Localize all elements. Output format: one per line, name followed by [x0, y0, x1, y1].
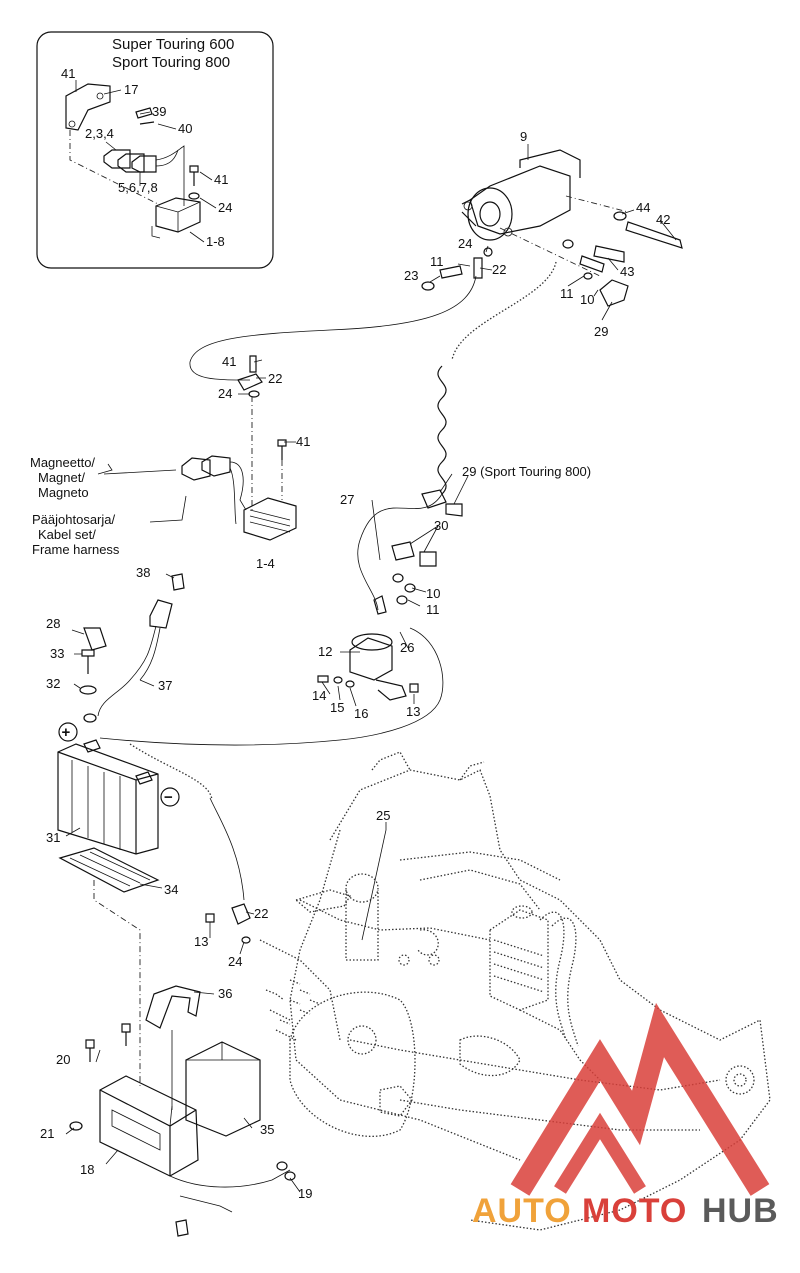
callout: 13 [406, 704, 420, 719]
callout: 41 [296, 434, 310, 449]
callout: 29 [594, 324, 608, 339]
starter-hardware [421, 211, 683, 307]
callout: 28 [46, 616, 60, 631]
inset-title-line2: Sport Touring 800 [112, 54, 230, 71]
battery-cover [185, 1041, 261, 1137]
callout: 16 [354, 706, 368, 721]
voltage-regulator [181, 396, 297, 541]
callout: 38 [136, 565, 150, 580]
callout: 36 [218, 986, 232, 1001]
negative-sign: − [164, 789, 173, 806]
inset-callout: 41 [61, 66, 75, 81]
inset-callout: 1-8 [206, 234, 225, 249]
watermark-logo: AUTO MOTO HUB [472, 1002, 779, 1230]
callout: 32 [46, 676, 60, 691]
watermark-hub: HUB [702, 1192, 779, 1230]
callout: 18 [80, 1162, 94, 1177]
inset-panel: Super Touring 600 Sport Touring 800 41 1… [36, 31, 274, 269]
callout: 23 [404, 268, 418, 283]
callout: 26 [400, 640, 414, 655]
battery [57, 739, 159, 855]
callout: 34 [164, 882, 178, 897]
callout: 15 [330, 700, 344, 715]
callout: 13 [194, 934, 208, 949]
callout: 31 [46, 830, 60, 845]
callout: 12 [318, 644, 332, 659]
note-harness-line2: Kabel set/ [38, 527, 96, 542]
positive-sign: + [62, 724, 71, 741]
callout: 11 [560, 286, 574, 301]
inset-callout: 5,6,7,8 [118, 180, 158, 195]
callouts: 9 44 42 43 24 11 22 23 11 10 29 41 22 24… [40, 129, 670, 1201]
inset-callout: 39 [152, 104, 166, 119]
callout: 1-4 [256, 556, 275, 571]
note-magneto-line1: Magneetto/ [30, 455, 95, 470]
watermark-auto: AUTO [472, 1192, 572, 1230]
leader-lines [65, 144, 677, 1193]
callout: 20 [56, 1052, 70, 1067]
fuse-holder [97, 573, 185, 717]
callout: 35 [260, 1122, 274, 1137]
callout: 10 [426, 586, 440, 601]
negative-terminal-icon [160, 787, 180, 807]
callout: 37 [158, 678, 172, 693]
callout: 11 [430, 254, 444, 269]
fastener-19 [175, 1161, 296, 1237]
callout: 27 [340, 492, 354, 507]
battery-strap [145, 985, 201, 1029]
chassis [259, 751, 771, 1231]
terminal-signs: + − [58, 722, 180, 807]
battery-terminal-parts [79, 627, 107, 723]
positive-terminal-icon [58, 722, 78, 742]
starter-solenoid [317, 595, 419, 701]
battery-tray [69, 880, 291, 1213]
callout: 29 (Sport Touring 800) [462, 464, 591, 479]
ground-lug [237, 355, 263, 398]
ground-cable-end [205, 903, 251, 944]
notes: Magneetto/ Magnet/ Magneto Pääjohtosarja… [30, 455, 120, 557]
inset-callout: 17 [124, 82, 138, 97]
callout: 41 [222, 354, 236, 369]
callout: 25 [376, 808, 390, 823]
callout: 10 [580, 292, 594, 307]
callout: 21 [40, 1126, 54, 1141]
note-harness-line3: Frame harness [32, 542, 120, 557]
inset-callout: 40 [178, 121, 192, 136]
inset-callout: 2,3,4 [85, 126, 114, 141]
note-harness-line1: Pääjohtosarja/ [32, 512, 115, 527]
note-magneto-line3: Magneto [38, 485, 89, 500]
callout: 22 [492, 262, 506, 277]
callout: 43 [620, 264, 634, 279]
callout: 22 [268, 371, 282, 386]
callout: 24 [458, 236, 472, 251]
battery-pad [58, 847, 160, 893]
inset-callout: 41 [214, 172, 228, 187]
callout: 44 [636, 200, 650, 215]
callout: 33 [50, 646, 64, 661]
callout: 24 [228, 954, 242, 969]
cables [99, 261, 557, 901]
inset-callout: 24 [218, 200, 232, 215]
callout: 11 [426, 602, 440, 617]
watermark-moto: MOTO [582, 1192, 687, 1230]
callout: 42 [656, 212, 670, 227]
inset-title-line1: Super Touring 600 [112, 36, 234, 53]
plug-caps [391, 489, 463, 605]
callout: 19 [298, 1186, 312, 1201]
callout: 14 [312, 688, 326, 703]
note-magneto-line2: Magnet/ [38, 470, 85, 485]
callout: 24 [218, 386, 232, 401]
callout: 22 [254, 906, 268, 921]
starter-motor [461, 149, 629, 277]
callout: 30 [434, 518, 448, 533]
callout: 9 [520, 129, 527, 144]
